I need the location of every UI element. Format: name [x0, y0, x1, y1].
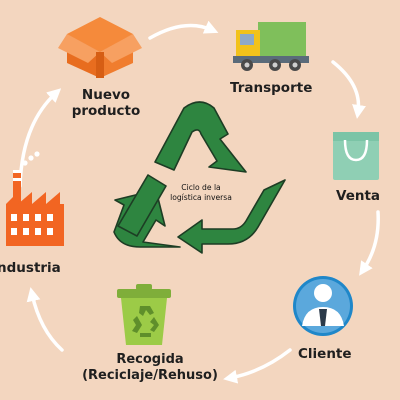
customer-icon	[293, 276, 353, 336]
cycle-arrow-customer-to-collection	[223, 348, 292, 384]
cycle-title: Ciclo de la logística inversa	[170, 183, 232, 202]
step-label-collection: Recogida (Reciclaje/Rehuso)	[82, 352, 218, 383]
recycling-bin-icon	[117, 284, 171, 345]
cycle-arrow-industry-to-product	[18, 88, 62, 188]
factory-icon	[6, 170, 64, 246]
truck-icon	[233, 22, 309, 71]
cycle-arrow-collection-to-industry	[26, 287, 64, 352]
box-icon	[58, 17, 142, 78]
cycle-arrow-transport-to-sale	[331, 60, 366, 119]
step-label-sale: Venta	[336, 188, 381, 204]
step-label-transport: Transporte	[230, 80, 313, 96]
recycle-symbol-icon	[113, 101, 286, 254]
shopping-bag-icon	[333, 132, 379, 180]
cycle-arrow-sale-to-customer	[359, 210, 380, 276]
step-label-industry: Industria	[0, 260, 61, 276]
step-label-customer: Cliente	[298, 346, 352, 362]
cycle-arrow-product-to-transport	[148, 20, 219, 40]
step-label-new-product: Nuevo producto	[71, 87, 141, 120]
smoke-dots	[22, 151, 40, 166]
